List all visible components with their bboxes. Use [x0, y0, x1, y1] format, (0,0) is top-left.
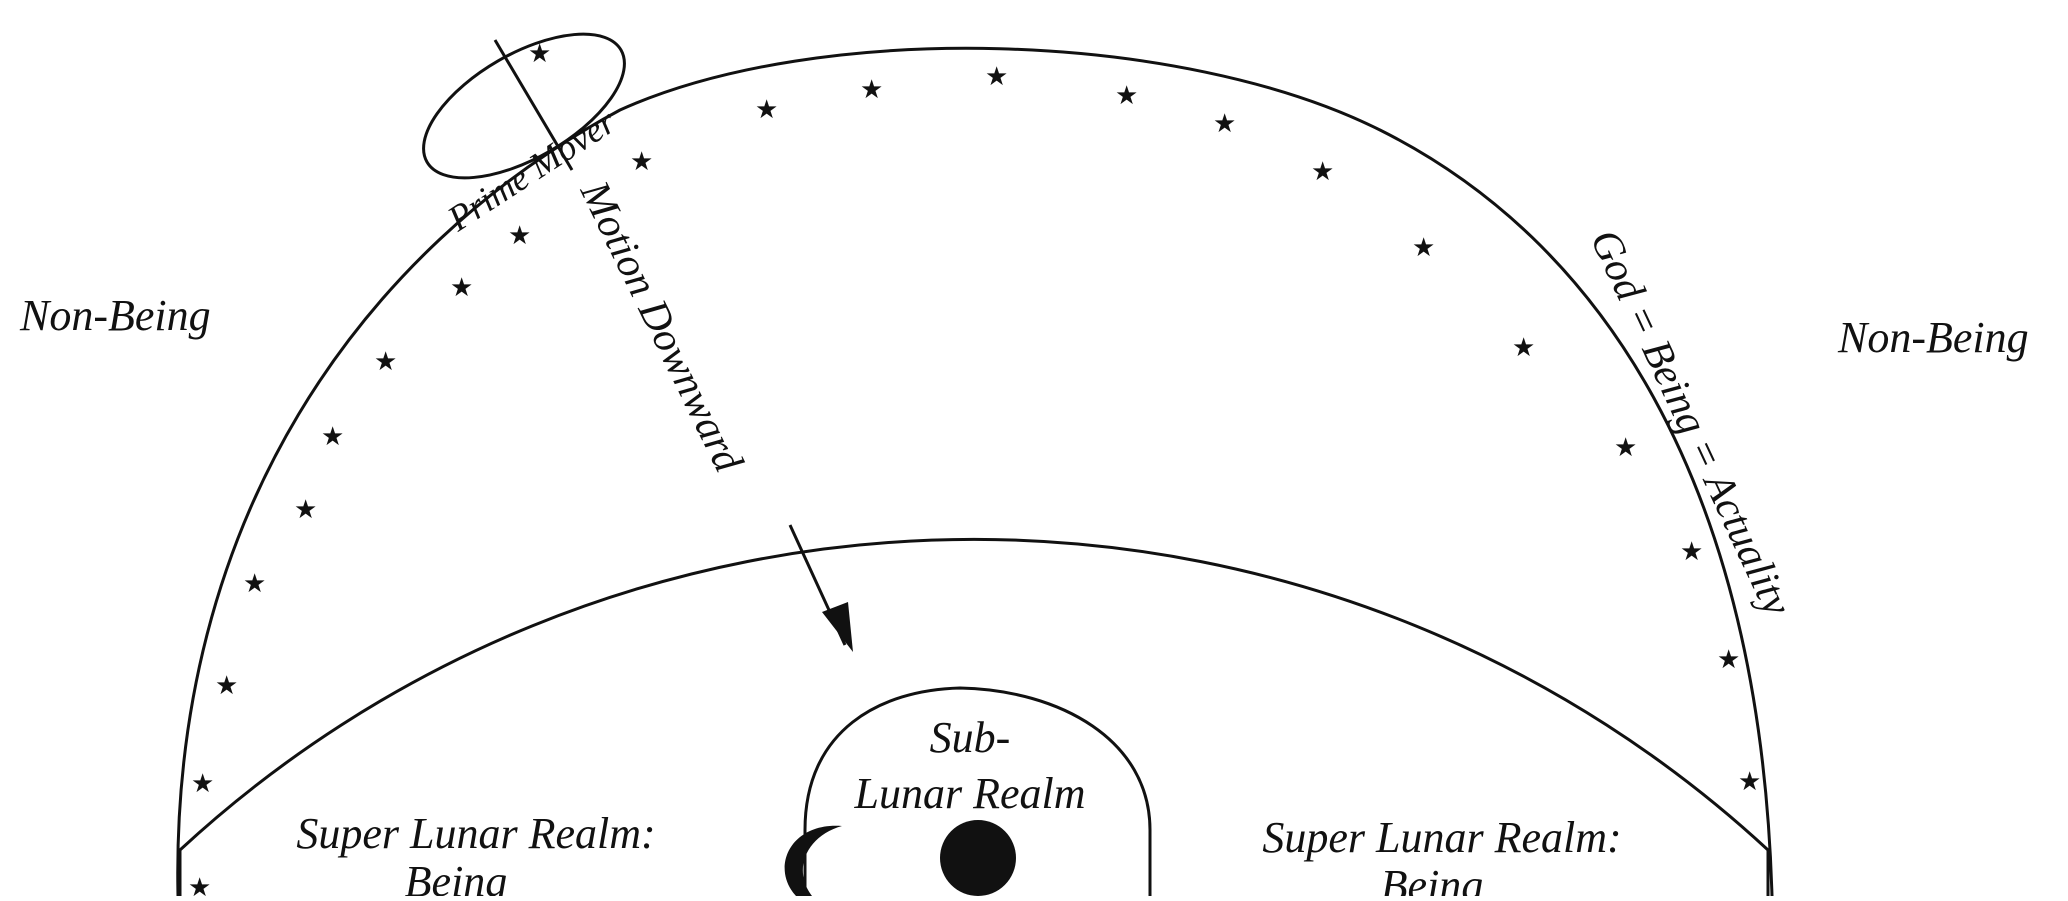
star-icon: ★	[1115, 81, 1138, 110]
star-icon: ★	[1680, 537, 1703, 566]
star-icon: ★	[321, 422, 344, 451]
star-icon: ★	[294, 495, 317, 524]
super-lunar-right-label-line2: Being	[1381, 861, 1484, 896]
star-icon: ★	[450, 273, 473, 302]
sub-lunar-label-line2: Lunar Realm	[854, 769, 1086, 818]
star-icon: ★	[1213, 109, 1236, 138]
star-icon: ★	[630, 147, 653, 176]
non-being-left-label: Non-Being	[19, 291, 211, 340]
star-field: ★ ★ ★ ★ ★ ★ ★ ★ ★ ★ ★ ★ ★ ★ ★ ★ ★ ★ ★ ★ …	[188, 39, 1761, 896]
star-icon: ★	[1512, 333, 1535, 362]
motion-arrow-head	[822, 602, 853, 652]
star-icon: ★	[755, 95, 778, 124]
super-lunar-left-label-line1: Super Lunar Realm:	[296, 809, 655, 858]
star-icon: ★	[860, 75, 883, 104]
non-being-right-label: Non-Being	[1837, 313, 2029, 362]
earth-icon	[940, 820, 1016, 896]
crescent-moon-icon	[785, 826, 842, 896]
star-icon: ★	[215, 671, 238, 700]
star-icon: ★	[1614, 433, 1637, 462]
super-lunar-left-label-line2: Being	[405, 857, 508, 896]
star-icon: ★	[985, 62, 1008, 91]
star-icon: ★	[188, 873, 211, 896]
star-icon: ★	[374, 347, 397, 376]
star-icon: ★	[191, 769, 214, 798]
star-icon: ★	[1738, 767, 1761, 796]
star-icon: ★	[508, 221, 531, 250]
super-lunar-right-label-line1: Super Lunar Realm:	[1262, 813, 1621, 862]
star-icon: ★	[1412, 233, 1435, 262]
star-icon: ★	[1717, 645, 1740, 674]
sub-lunar-label-line1: Sub-	[930, 713, 1011, 762]
star-icon: ★	[243, 569, 266, 598]
motion-downward-label: Motion Downward	[571, 173, 752, 480]
star-icon: ★	[1311, 157, 1334, 186]
star-icon: ★	[528, 39, 551, 68]
